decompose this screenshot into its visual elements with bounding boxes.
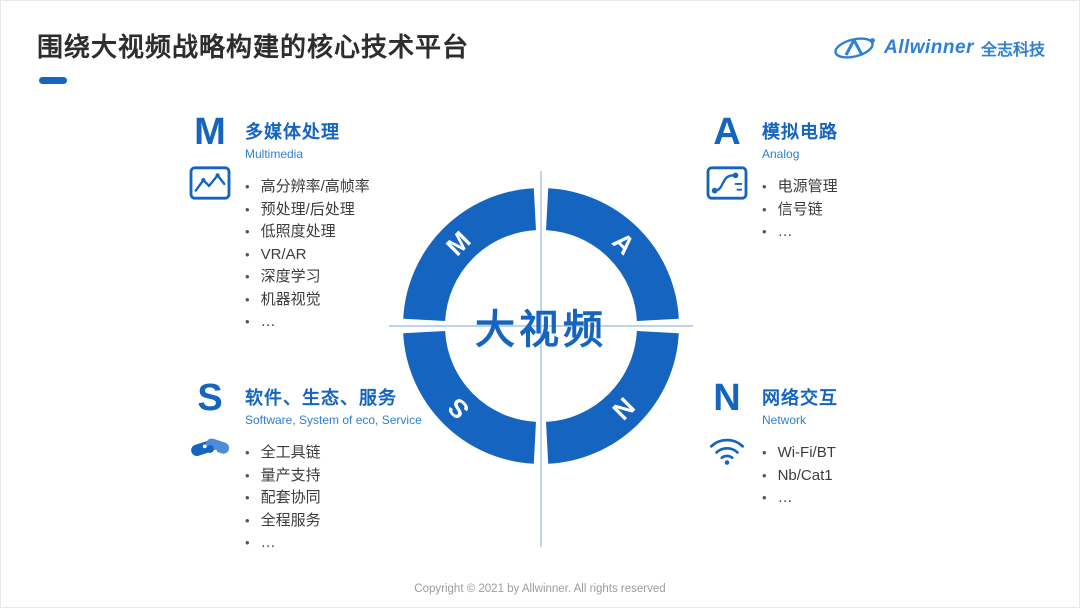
quadrant-subtitle: Analog (762, 147, 800, 161)
bullet-icon: • (762, 224, 767, 239)
list-item: • 配套协同 (245, 487, 457, 510)
list-item-text: Wi-Fi/BT (777, 444, 836, 461)
quadrant-network: N 网络交互 Network •Wi-Fi/BT•Nb/Cat1•… (704, 379, 954, 510)
list-item: • 高分辨率/高帧率 (245, 176, 437, 199)
list-item: • 机器视觉 (245, 289, 437, 312)
list-item: • Wi-Fi/BT (762, 442, 954, 465)
list-item-text: 量产支持 (260, 466, 321, 484)
handshake-icon (191, 438, 230, 456)
list-item-text: 信号链 (777, 200, 823, 218)
list-item: • 全程服务 (245, 510, 457, 533)
list-item-text: 高分辨率/高帧率 (260, 178, 370, 195)
list-item-text: … (260, 534, 276, 551)
list-item: • 量产支持 (245, 465, 457, 488)
bullet-icon: • (762, 467, 767, 483)
title-accent-bar (39, 77, 67, 84)
quadrant-letter-s: S (197, 377, 223, 419)
bullet-icon: • (245, 490, 250, 505)
list-item-text: 深度学习 (260, 268, 321, 285)
bullet-icon: • (245, 179, 250, 194)
list-item: • 全工具链 (245, 442, 457, 465)
logo-brand-text: Allwinner (883, 37, 974, 58)
list-item-text: 全工具链 (260, 444, 321, 461)
quadrant-analog: A 模拟电路 Analog •电源管理•信号链•… (704, 113, 954, 244)
center-label: 大视频 (475, 308, 607, 352)
quadrant-item-list: •全工具链•量产支持•配套协同•全程服务•… (245, 442, 457, 555)
quadrant-software: S 软件、生态、服务 Software, System of eco, Serv… (187, 379, 457, 555)
page-title: 围绕大视频战略构建的核心技术平台 (37, 32, 470, 62)
bullet-icon: • (245, 201, 250, 217)
list-item-text: 预处理/后处理 (260, 200, 355, 218)
bullet-icon: • (245, 314, 250, 329)
list-item-text: Nb/Cat1 (777, 466, 833, 484)
image-chart-icon (189, 166, 231, 200)
bullet-icon: • (762, 201, 767, 217)
quadrant-multimedia: M 多媒体处理 Multimedia • 高分辨率/高帧率 • 预处理/后处理 • 低照度… (187, 113, 437, 334)
list-item: • 预处理/后处理 (245, 199, 437, 222)
quadrant-title: 网络交互 (762, 388, 838, 408)
bullet-icon: • (762, 179, 767, 194)
list-item-text: … (777, 223, 793, 240)
allwinner-logo-icon (834, 37, 875, 59)
bullet-icon: • (762, 490, 767, 505)
list-item-text: 配套协同 (260, 489, 321, 506)
ring-letter-m: M (440, 225, 477, 262)
quadrant-item-list: •高分辨率/高帧率•预处理/后处理•低照度处理•VR/AR•深度学习•机器视觉•… (245, 176, 437, 334)
quadrant-subtitle: Software, System of eco, Service (245, 413, 422, 427)
list-item: • 低照度处理 (245, 221, 437, 244)
list-item-text: … (260, 313, 276, 330)
list-item: • 电源管理 (762, 176, 954, 199)
quadrant-subtitle: Network (762, 413, 807, 427)
bullet-icon: • (245, 291, 250, 307)
bullet-icon: • (245, 224, 250, 239)
list-item-text: VR/AR (260, 245, 307, 263)
bullet-icon: • (245, 535, 250, 550)
bullet-icon: • (245, 467, 250, 483)
quadrant-letter-m: M (194, 111, 226, 153)
list-item-text: 电源管理 (777, 178, 838, 195)
list-item: • VR/AR (245, 244, 437, 267)
list-item: •… (245, 311, 437, 334)
list-item-text: 全程服务 (260, 511, 321, 529)
quadrant-title: 模拟电路 (762, 122, 838, 142)
quadrant-item-list: •电源管理•信号链•… (762, 176, 954, 244)
bullet-icon: • (245, 269, 250, 284)
wifi-icon (709, 438, 745, 465)
list-item-text: … (777, 489, 793, 506)
quadrant-title: 软件、生态、服务 (245, 388, 397, 408)
quadrant-item-list: •Wi-Fi/BT•Nb/Cat1•… (762, 442, 954, 510)
quadrant-subtitle: Multimedia (245, 147, 304, 161)
circuit-icon (706, 166, 748, 200)
allwinner-logo: Allwinner 全志科技 (831, 33, 1045, 63)
bullet-icon: • (245, 512, 250, 528)
copyright-text: Copyright © 2021 by Allwinner. All right… (414, 583, 666, 595)
list-item: •… (762, 487, 954, 510)
bullet-icon: • (762, 445, 767, 460)
ring-letter-n: N (606, 391, 640, 425)
bullet-icon: • (245, 445, 250, 460)
list-item: • 深度学习 (245, 266, 437, 289)
list-item: •… (762, 221, 954, 244)
logo-company-name: 全志科技 (980, 42, 1045, 59)
quadrant-letter-n: N (713, 377, 741, 419)
list-item-text: 机器视觉 (260, 290, 321, 308)
list-item: • Nb/Cat1 (762, 465, 954, 488)
list-item: •… (245, 532, 457, 555)
quadrant-letter-a: A (713, 111, 741, 153)
list-item: • 信号链 (762, 199, 954, 222)
quadrant-title: 多媒体处理 (245, 122, 340, 142)
list-item-text: 低照度处理 (260, 223, 336, 240)
bullet-icon: • (245, 246, 250, 262)
ring-letter-a: A (606, 226, 641, 261)
